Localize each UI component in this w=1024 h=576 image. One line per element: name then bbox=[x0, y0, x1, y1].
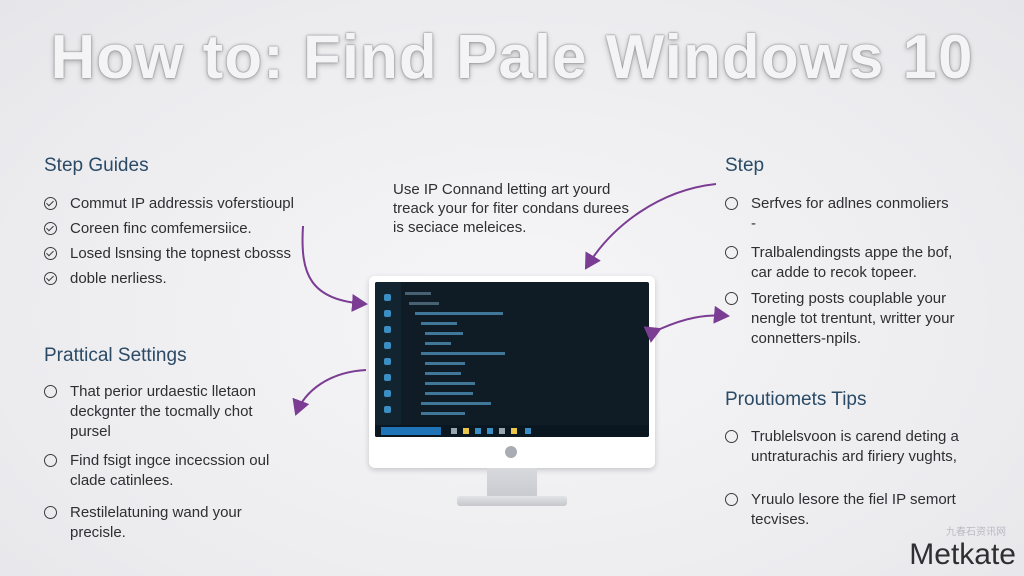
step-item: Serfves for adlnes conmoliers - bbox=[725, 194, 949, 234]
sidebar-app-icon bbox=[384, 374, 391, 381]
screen-taskbar bbox=[375, 425, 649, 437]
check-circle-icon bbox=[44, 272, 57, 285]
sidebar-app-icon bbox=[384, 390, 391, 397]
monitor-stand-neck bbox=[487, 468, 537, 498]
arrow-top-center bbox=[584, 183, 717, 270]
sidebar-app-icon bbox=[384, 326, 391, 333]
check-circle-icon bbox=[44, 197, 57, 210]
watermark: 九春石资讯网 bbox=[946, 527, 1006, 538]
center-note: Use IP Connand letting art yourd treack … bbox=[393, 181, 629, 236]
step-guide-item: Coreen finc comfemersiice. bbox=[44, 219, 252, 239]
practical-setting-item: Find fsigt ingce incecssion oul clade ca… bbox=[44, 451, 269, 491]
step-item: Tralbalendingsts appe the bof, car adde … bbox=[725, 243, 952, 283]
step-item: Toreting posts couplable your nengle tot… bbox=[725, 289, 954, 349]
circle-bullet-icon bbox=[725, 197, 738, 210]
screen-sidebar bbox=[375, 282, 401, 437]
circle-bullet-icon bbox=[725, 493, 738, 506]
circle-bullet-icon bbox=[44, 385, 57, 398]
brand-logo: Metkate bbox=[909, 538, 1016, 571]
circle-bullet-icon bbox=[725, 292, 738, 305]
arrow-right-bidirectional bbox=[643, 305, 730, 343]
circle-bullet-icon bbox=[725, 246, 738, 259]
step-guides-heading: Step Guides bbox=[44, 155, 149, 176]
monitor-stand-base bbox=[457, 496, 567, 506]
sidebar-app-icon bbox=[384, 358, 391, 365]
check-circle-icon bbox=[44, 222, 57, 235]
arrow-left-bottom bbox=[292, 369, 367, 416]
step-guide-item: Commut IP addressis voferstioupl bbox=[44, 194, 294, 214]
circle-bullet-icon bbox=[725, 430, 738, 443]
step-heading: Step bbox=[725, 155, 765, 176]
sidebar-app-icon bbox=[384, 406, 391, 413]
practical-setting-item: That perior urdaestic lletaon deckgnter … bbox=[44, 382, 256, 442]
tip-item: Trublelsvoon is carend deting a untratur… bbox=[725, 427, 959, 467]
tips-heading: Proutiomets Tips bbox=[725, 389, 867, 410]
page-title: How to: Find Pale Windows 10 bbox=[50, 23, 974, 92]
step-guide-item: doble nerliess. bbox=[44, 269, 167, 289]
sidebar-app-icon bbox=[384, 342, 391, 349]
practical-settings-heading: Prattical Settings bbox=[44, 345, 187, 366]
practical-setting-item: Restilelatuning wand your precisle. bbox=[44, 503, 242, 543]
monitor-screen bbox=[375, 282, 649, 437]
screen-start-bar bbox=[381, 427, 441, 435]
step-guide-item: Losed lsnsing the topnest cbosss bbox=[44, 244, 291, 264]
monitor-illustration bbox=[369, 276, 655, 468]
circle-bullet-icon bbox=[44, 454, 57, 467]
circle-bullet-icon bbox=[44, 506, 57, 519]
tip-item: Yruulo lesore the fiel IP semort tecvise… bbox=[725, 490, 956, 530]
check-circle-icon bbox=[44, 247, 57, 260]
sidebar-app-icon bbox=[384, 310, 391, 317]
sidebar-app-icon bbox=[384, 294, 391, 301]
arrow-left-top bbox=[301, 225, 368, 312]
monitor-power-dot bbox=[505, 446, 517, 458]
